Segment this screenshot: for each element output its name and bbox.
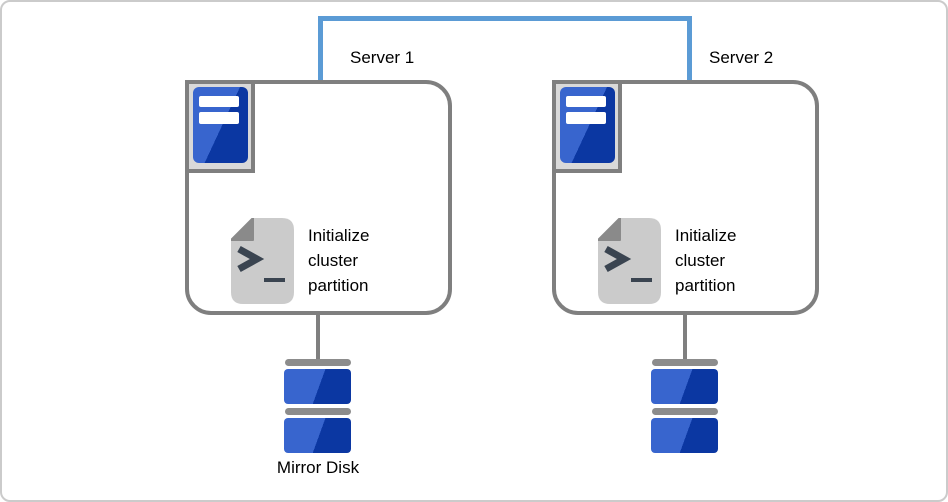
- server-1-box: Initialize cluster partition: [185, 80, 452, 315]
- mirror-disk-icon-left: [284, 359, 351, 453]
- server-2-disk-connector: [683, 313, 687, 360]
- server-icon: [185, 80, 255, 173]
- server-icon: [552, 80, 622, 173]
- mirror-disk-label: Mirror Disk: [276, 458, 360, 477]
- interconnect-line-right: [687, 16, 692, 80]
- server-1-action-text: Initialize cluster partition: [308, 226, 370, 295]
- script-terminal-icon: [231, 218, 294, 304]
- server-slot-icon: [198, 112, 239, 124]
- disk-platter: [284, 369, 351, 404]
- disk-cap: [651, 359, 718, 366]
- server-2-label: Server 2: [709, 48, 774, 67]
- interconnect-line-left: [318, 16, 323, 80]
- mirror-disk-icon-right: [651, 359, 718, 453]
- server-slot-icon: [198, 96, 239, 107]
- server-1-label: Server 1: [350, 48, 415, 67]
- script-terminal-icon: [598, 218, 661, 304]
- server-1-disk-connector: [316, 313, 320, 360]
- disk-platter: [284, 418, 351, 453]
- server-tower-icon: [192, 87, 248, 163]
- disk-platter: [651, 369, 718, 404]
- server-slot-icon: [565, 112, 606, 124]
- server-tower-icon: [559, 87, 615, 163]
- disk-cap: [284, 408, 351, 415]
- disk-platter: [651, 418, 718, 453]
- server-2-box: Initialize cluster partition: [552, 80, 819, 315]
- disk-cap: [651, 408, 718, 415]
- disk-cap: [284, 359, 351, 366]
- interconnect-line-horizontal: [318, 16, 692, 21]
- server-2-action-text: Initialize cluster partition: [675, 226, 737, 295]
- server-slot-icon: [565, 96, 606, 107]
